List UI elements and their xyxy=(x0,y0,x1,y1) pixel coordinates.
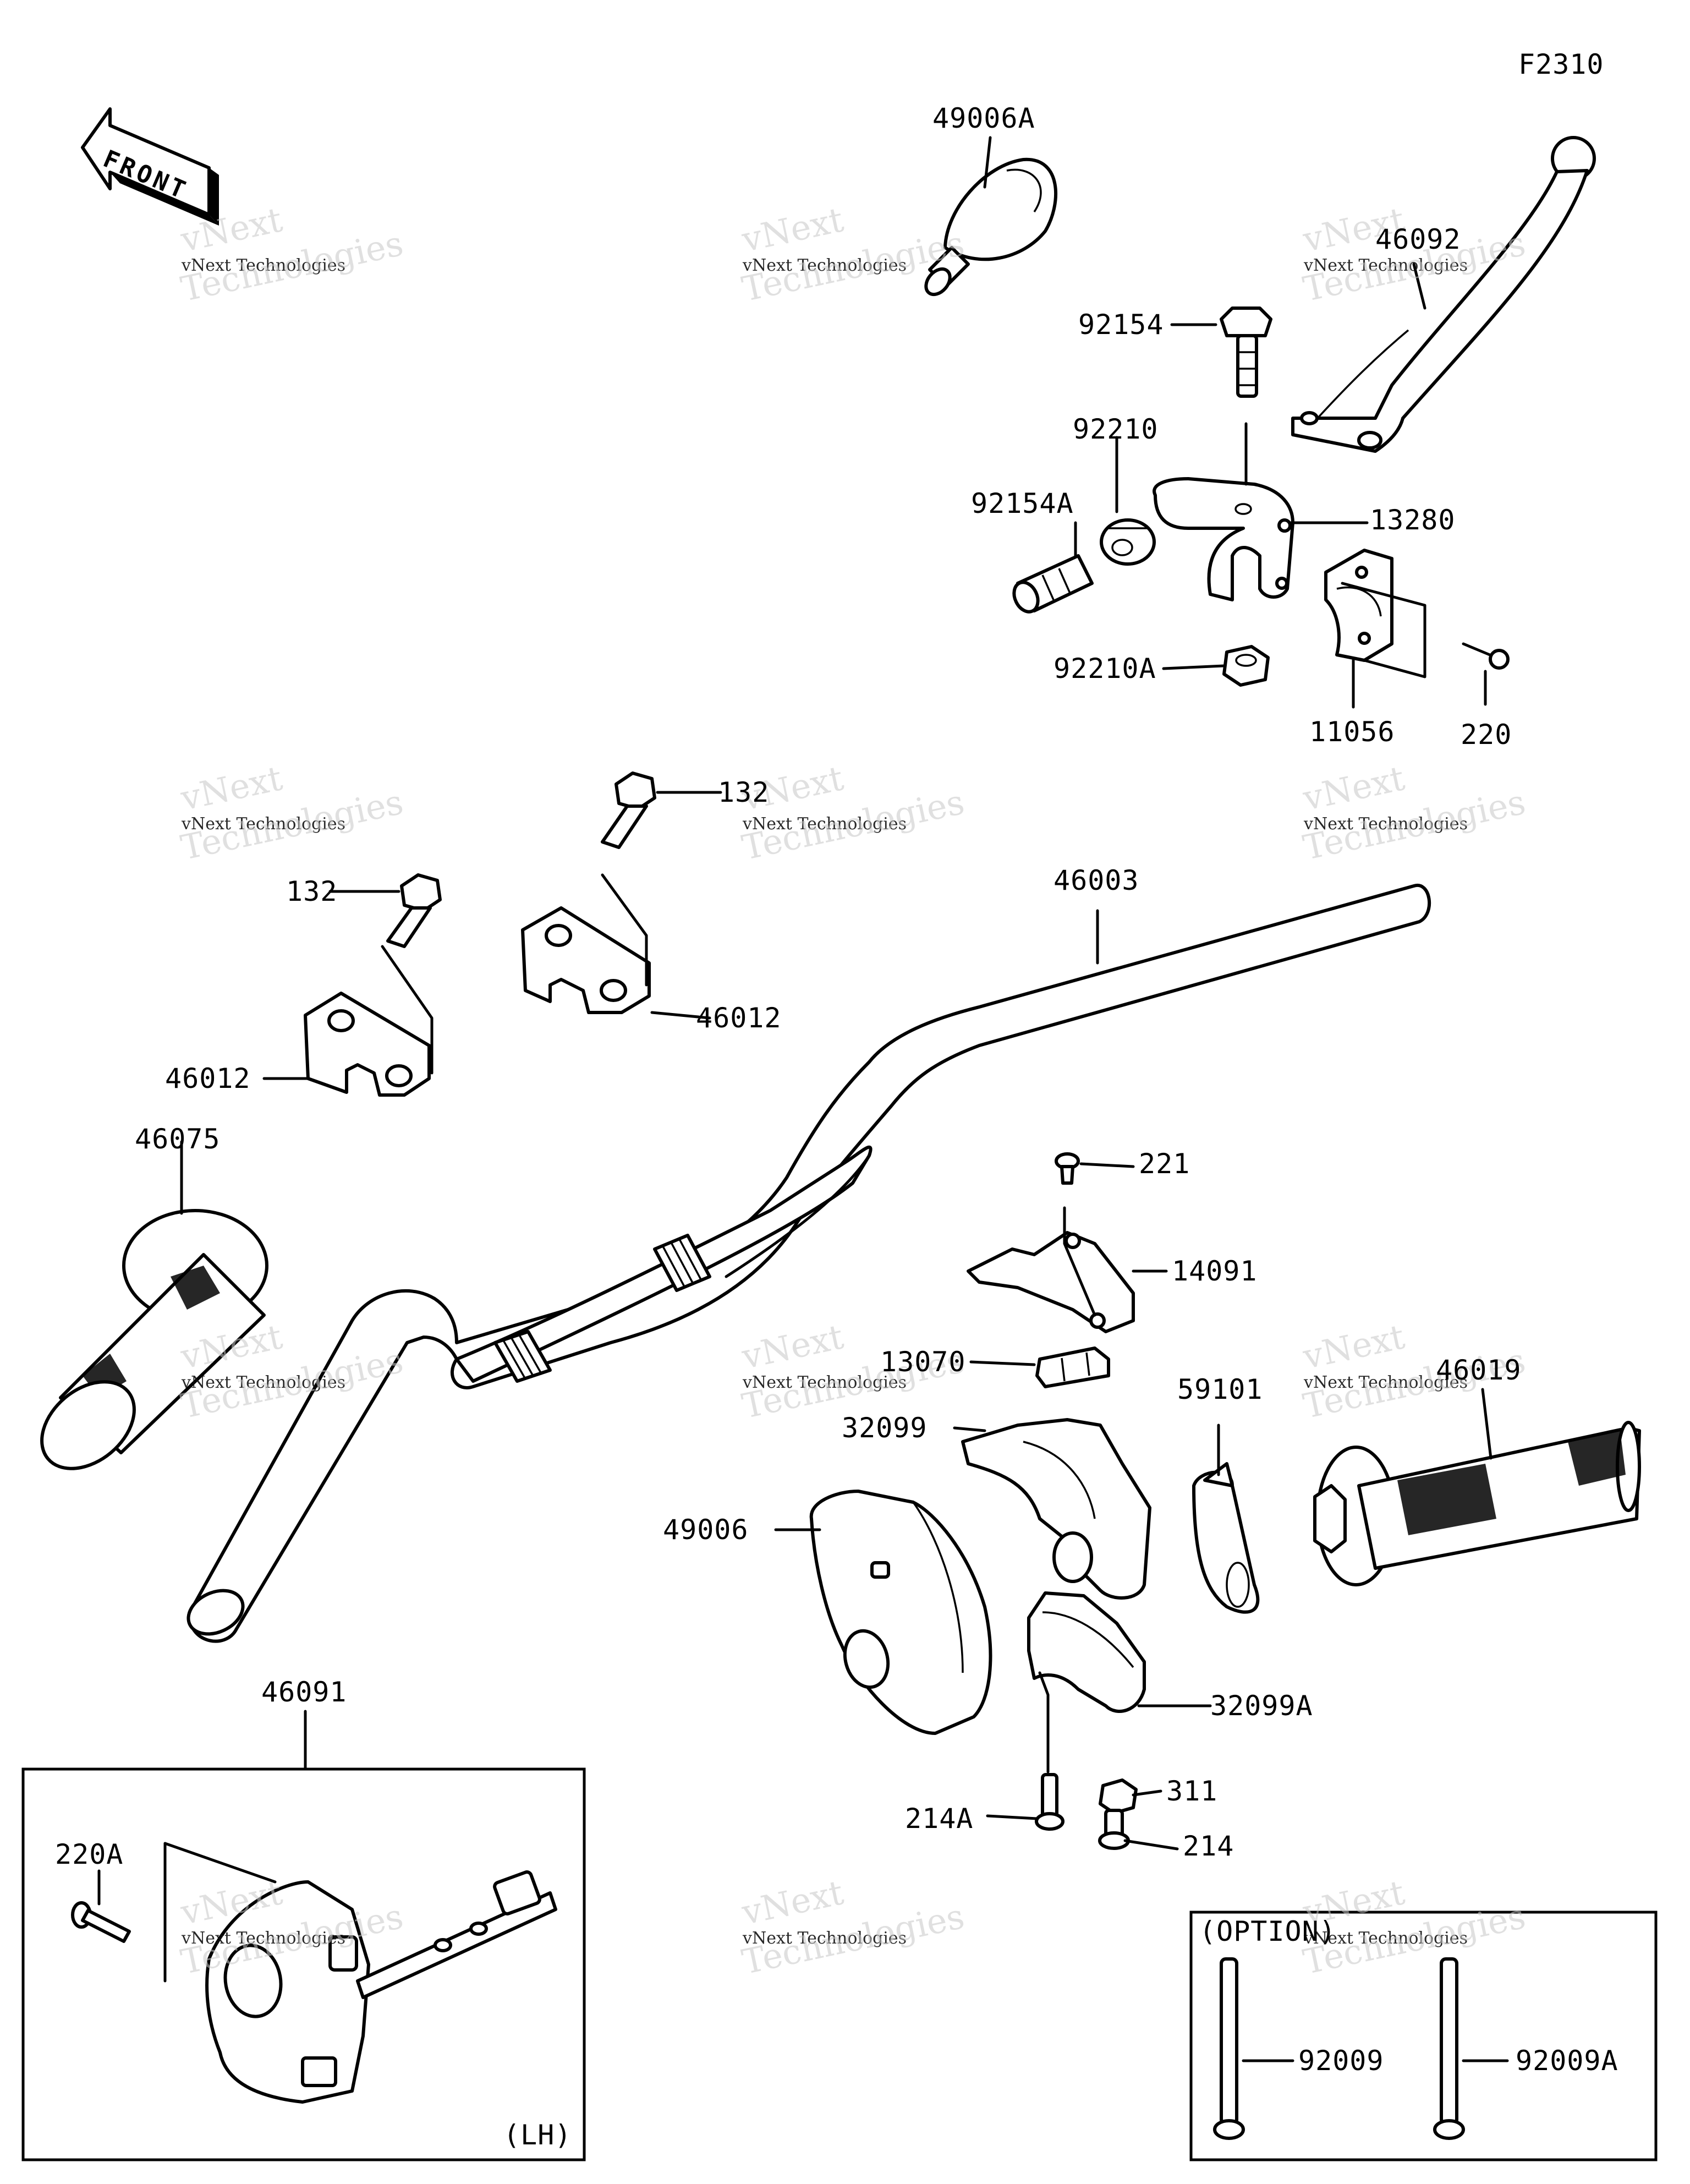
part-label-220A: 220A xyxy=(55,1838,124,1870)
screw-214 xyxy=(1098,1809,1130,1850)
grip-46019 xyxy=(1313,1421,1641,1586)
part-label-46003: 46003 xyxy=(1053,864,1139,896)
holder-46012-left xyxy=(304,992,431,1097)
part-label-92009A: 92009A xyxy=(1516,2045,1618,2077)
part-label-92210: 92210 xyxy=(1073,413,1159,445)
bolt-92009 xyxy=(1213,1957,1245,2140)
switch-box-frame xyxy=(21,1767,586,2161)
part-label-220: 220 xyxy=(1461,719,1512,751)
clutch-lever-46092 xyxy=(1291,136,1596,453)
part-label-214A: 214A xyxy=(905,1803,974,1835)
switch-46091 xyxy=(205,1870,557,2104)
part-label-13280: 13280 xyxy=(1370,504,1456,536)
part-13070 xyxy=(1035,1346,1110,1388)
clamp-11056 xyxy=(1324,549,1393,662)
part-label-221: 221 xyxy=(1139,1148,1190,1180)
throttle-tube-59101 xyxy=(1192,1462,1260,1614)
part-label-59101: 59101 xyxy=(1177,1373,1263,1405)
option-box-frame xyxy=(1189,1911,1658,2161)
screw-221 xyxy=(1055,1152,1080,1185)
part-label-92154: 92154 xyxy=(1078,309,1164,341)
adjuster-bolt-92154A xyxy=(1012,554,1094,614)
nut-311 xyxy=(1099,1778,1138,1815)
screw-214A xyxy=(1035,1773,1065,1831)
part-label-92210A: 92210A xyxy=(1053,653,1156,685)
knurl-right xyxy=(653,1234,711,1292)
part-label-11056: 11056 xyxy=(1309,716,1395,748)
cover-14091 xyxy=(967,1231,1135,1333)
housing-32099 xyxy=(961,1418,1151,1600)
screw-220A xyxy=(71,1901,131,1943)
clamp-bracket-13280 xyxy=(1153,477,1294,601)
bolt-132-right xyxy=(601,771,656,849)
cover-49006 xyxy=(809,1490,992,1735)
bolt-92154 xyxy=(1220,306,1272,398)
figure-code: F2310 xyxy=(1518,48,1604,80)
part-label-46012-left: 46012 xyxy=(165,1063,251,1094)
part-label-49006: 49006 xyxy=(663,1514,749,1546)
handlebar-46003 xyxy=(186,883,1431,1643)
part-label-32099A: 32099A xyxy=(1210,1690,1313,1722)
bolt-92009A xyxy=(1433,1957,1465,2140)
part-label-46075: 46075 xyxy=(135,1123,221,1155)
screw-220 xyxy=(1462,642,1510,670)
switch-side-note: (LH) xyxy=(503,2119,572,2151)
part-label-214: 214 xyxy=(1183,1830,1234,1862)
holder-46012-right xyxy=(521,906,651,1014)
leader-lines xyxy=(97,136,1509,2062)
part-label-92009: 92009 xyxy=(1298,2045,1384,2077)
part-label-46091: 46091 xyxy=(261,1676,347,1708)
housing-32099A xyxy=(1027,1591,1146,1713)
nut-92210A xyxy=(1222,645,1270,687)
part-label-132-right: 132 xyxy=(718,776,770,808)
part-label-32099: 32099 xyxy=(842,1412,928,1444)
part-label-14091: 14091 xyxy=(1172,1255,1258,1287)
adjuster-92210 xyxy=(1100,518,1156,566)
part-label-92154A: 92154A xyxy=(971,488,1074,519)
bolt-132-left xyxy=(386,873,442,948)
front-arrow-icon xyxy=(81,107,219,226)
end-cap-49006A xyxy=(924,157,1058,297)
part-label-132-left: 132 xyxy=(286,875,338,907)
grip-46075 xyxy=(40,1209,268,1470)
option-title: (OPTION) xyxy=(1199,1915,1336,1947)
part-label-49006A: 49006A xyxy=(932,102,1035,134)
part-label-311: 311 xyxy=(1166,1775,1218,1807)
part-label-46019: 46019 xyxy=(1436,1354,1522,1386)
part-label-46012-right: 46012 xyxy=(696,1002,782,1034)
part-label-13070: 13070 xyxy=(880,1346,966,1378)
knurl-left xyxy=(493,1330,552,1383)
part-label-46092: 46092 xyxy=(1375,223,1461,255)
